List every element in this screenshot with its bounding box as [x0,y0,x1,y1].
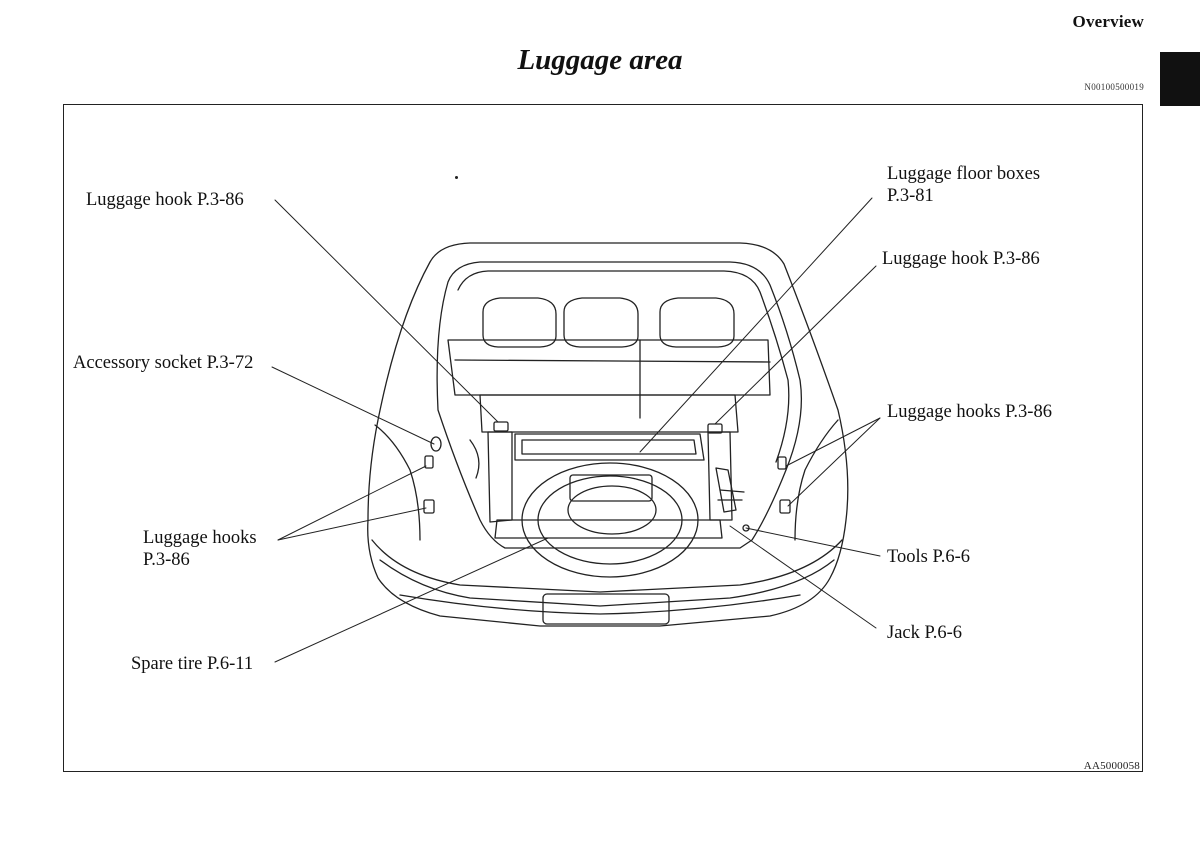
callout-leader-lines [271,197,881,663]
label-jack: Jack P.6-6 [887,623,963,643]
label-tools: Tools P.6-6 [887,547,970,567]
page-title: Luggage area [517,44,683,76]
label-spare-tire: Spare tire P.6-11 [131,654,254,674]
label-luggage-hooks-right: Luggage hooks P.3-86 [887,402,1052,422]
section-header: Overview [1072,12,1144,31]
figure-frame [63,104,1143,772]
label-luggage-hook-right: Luggage hook P.3-86 [882,249,1040,269]
label-luggage-hook-left: Luggage hook P.3-86 [86,190,244,210]
document-code: N00100500019 [1084,82,1144,92]
print-speck [455,176,458,179]
label-accessory-socket: Accessory socket P.3-72 [73,353,254,373]
car-body-outline [367,242,849,627]
section-thumb-tab [1160,52,1200,106]
cargo-floor [423,394,791,578]
figure-code: AA5000058 [1083,760,1140,772]
rear-seats [447,297,771,419]
